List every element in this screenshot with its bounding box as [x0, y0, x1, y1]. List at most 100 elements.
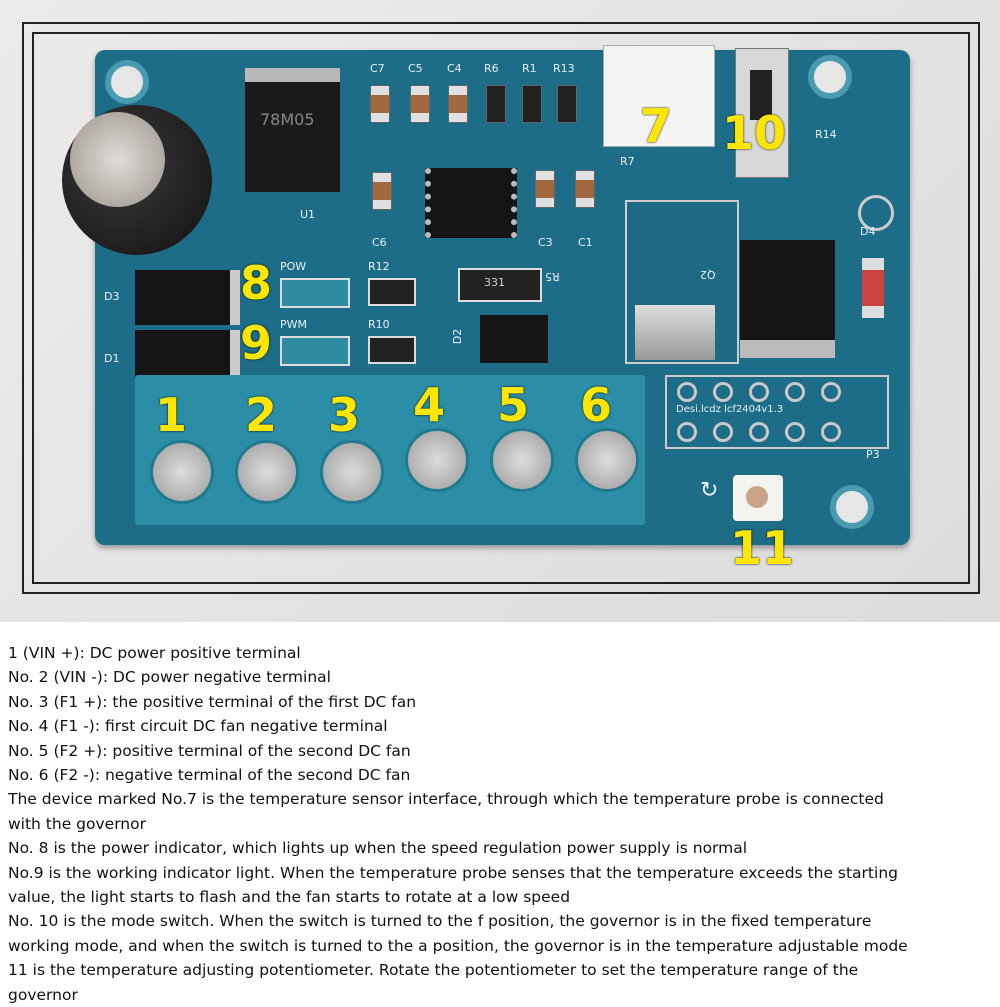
silk-c5: C5 — [408, 62, 423, 75]
silk-p3: P3 — [866, 448, 880, 461]
r5-value: 331 — [484, 276, 505, 289]
callout-4: 4 — [413, 378, 446, 432]
terminal-screw-5[interactable] — [490, 428, 554, 492]
silk-r10: R10 — [368, 318, 390, 331]
mounting-hole — [830, 485, 874, 529]
description-line: No. 3 (F1 +): the positive terminal of t… — [8, 692, 417, 711]
description-line: No.9 is the working indicator light. Whe… — [8, 863, 898, 882]
description-line: 11 is the temperature adjusting potentio… — [8, 961, 859, 980]
regulator-label: 78M05 — [260, 110, 315, 129]
callout-3: 3 — [328, 388, 361, 442]
description-line: No. 4 (F1 -): first circuit DC fan negat… — [8, 717, 388, 736]
silk-pow: POW — [280, 260, 307, 273]
header-p3 — [665, 375, 889, 449]
potentiometer-knob[interactable] — [746, 486, 768, 508]
description-line: No. 5 (F2 +): positive terminal of the s… — [8, 741, 411, 760]
rotate-arrow-icon: ↻ — [700, 478, 719, 503]
silk-r12: R12 — [368, 260, 390, 273]
header-pin — [821, 422, 841, 442]
mounting-hole — [808, 55, 852, 99]
switch-slider[interactable] — [750, 70, 772, 120]
header-pin — [785, 422, 805, 442]
description-line: No. 6 (F2 -): negative terminal of the s… — [8, 766, 411, 785]
terminal-screw-3[interactable] — [320, 440, 384, 504]
capacitor — [448, 85, 468, 123]
callout-5: 5 — [497, 378, 530, 432]
description-line: governor — [8, 985, 78, 1004]
voltage-regulator — [245, 68, 340, 192]
resistor-r5 — [458, 268, 542, 302]
diode-d2 — [480, 315, 548, 363]
header-pin — [821, 382, 841, 402]
silk-c6: C6 — [372, 236, 387, 249]
resistor-r12 — [368, 278, 416, 306]
silk-pwm: PWM — [280, 318, 308, 331]
temperature-sensor-connector[interactable] — [603, 45, 715, 147]
terminal-screw-4[interactable] — [405, 428, 469, 492]
diode-d4 — [862, 258, 884, 318]
capacitor — [372, 172, 392, 210]
resistor — [486, 85, 506, 123]
silk-d4: D4 — [860, 225, 876, 238]
callout-10: 10 — [722, 106, 787, 160]
callout-7: 7 — [640, 99, 673, 153]
resistor — [557, 85, 577, 123]
ic-chip — [425, 168, 517, 238]
silk-c4: C4 — [447, 62, 462, 75]
callout-6: 6 — [580, 378, 613, 432]
pcb-photo: 78M05 U1 C7 C5 C4 R6 R1 R13 C6 C3 C1 R7 … — [0, 0, 1000, 622]
header-pin — [749, 382, 769, 402]
terminal-screw-6[interactable] — [575, 428, 639, 492]
silk-q2: Q2 — [700, 268, 716, 281]
header-pin — [785, 382, 805, 402]
callout-8: 8 — [240, 256, 273, 310]
header-pin — [713, 422, 733, 442]
capacitor — [410, 85, 430, 123]
silk-r14: R14 — [815, 128, 837, 141]
silk-r1: R1 — [522, 62, 537, 75]
silk-r13: R13 — [553, 62, 575, 75]
callout-11: 11 — [730, 521, 795, 575]
capacitor-top — [70, 112, 165, 207]
diode-d3 — [135, 270, 240, 325]
silk-r5: R5 — [545, 270, 560, 283]
mosfet — [740, 240, 835, 358]
board-id: Desi.lcdz lcf2404v1.3 — [676, 404, 784, 415]
capacitor — [370, 85, 390, 123]
outer-frame — [22, 22, 980, 594]
mounting-hole — [105, 60, 149, 104]
callout-2: 2 — [245, 388, 278, 442]
silk-r6: R6 — [484, 62, 499, 75]
capacitor — [535, 170, 555, 208]
header-pin — [677, 422, 697, 442]
silk-u1: U1 — [300, 208, 316, 221]
header-pin — [749, 422, 769, 442]
silk-c7: C7 — [370, 62, 385, 75]
pad — [858, 195, 894, 231]
description-line: No. 2 (VIN -): DC power negative termina… — [8, 668, 331, 687]
resistor-r10 — [368, 336, 416, 364]
silk-r7: R7 — [620, 155, 635, 168]
transistor-tab — [635, 305, 715, 360]
header-pin — [677, 382, 697, 402]
terminal-screw-1[interactable] — [150, 440, 214, 504]
callout-9: 9 — [240, 316, 273, 370]
inner-frame — [32, 32, 970, 584]
description-line: value, the light starts to flash and the… — [8, 888, 571, 907]
silk-d1: D1 — [104, 352, 120, 365]
working-led — [280, 336, 350, 366]
silk-d2: D2 — [451, 328, 465, 345]
header-pin — [713, 382, 733, 402]
silk-c3: C3 — [538, 236, 553, 249]
terminal-block — [135, 375, 645, 525]
capacitor — [575, 170, 595, 208]
description-line: 1 (VIN +): DC power positive terminal — [8, 644, 301, 662]
description-line: working mode, and when the switch is tur… — [8, 936, 908, 955]
description-line: The device marked No.7 is the temperatur… — [8, 790, 884, 809]
callout-1: 1 — [155, 388, 188, 442]
resistor — [522, 85, 542, 123]
description-line: with the governor — [8, 814, 146, 833]
terminal-screw-2[interactable] — [235, 440, 299, 504]
silk-d3: D3 — [104, 290, 120, 303]
description-text: 1 (VIN +): DC power positive terminal No… — [8, 641, 998, 1007]
